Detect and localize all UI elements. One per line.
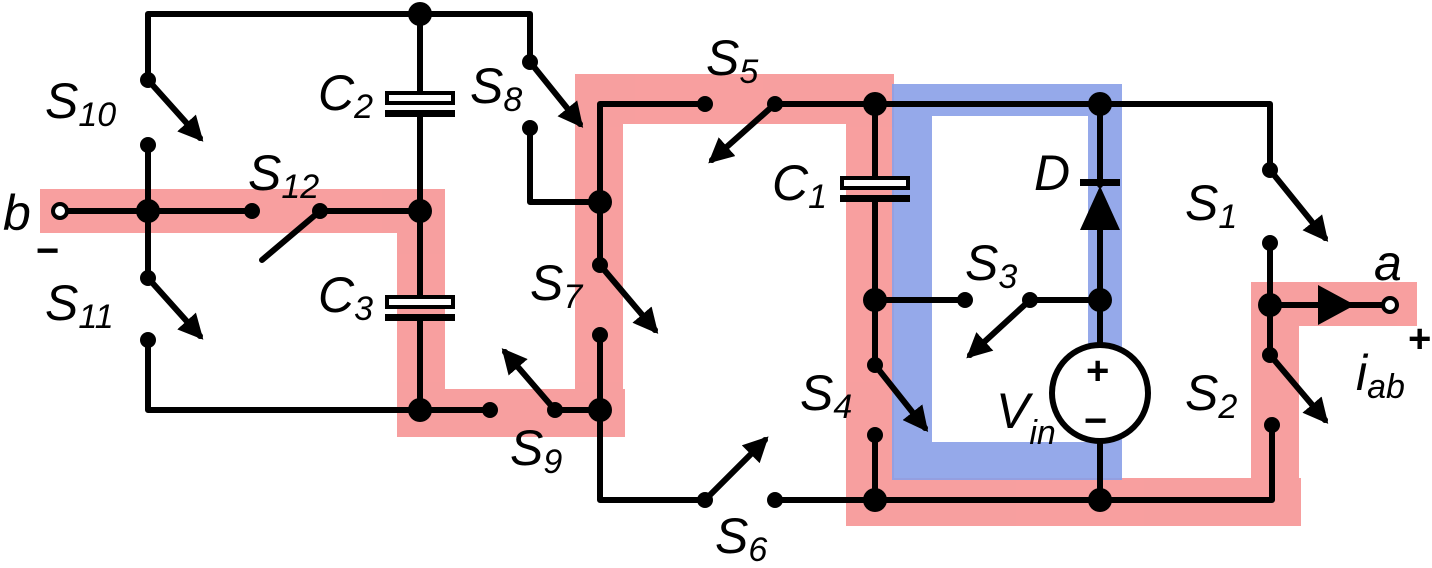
junction-nodes — [136, 2, 1282, 512]
switch-label-s11: S11 — [45, 275, 114, 336]
blue-current-path — [892, 84, 1122, 480]
source-label-vin: Vin — [996, 383, 1056, 452]
switch-blade-s6 — [702, 436, 769, 503]
terminal-b-sign: − — [36, 229, 59, 273]
switch-label-s12: S12 — [248, 145, 319, 206]
capacitor-label-c3: C3 — [318, 267, 373, 328]
switch-blades — [145, 59, 1329, 503]
switch-label-s3: S3 — [965, 235, 1017, 296]
terminal-a — [1381, 296, 1399, 314]
switch-label-s2: S2 — [1185, 365, 1237, 426]
terminal-a-sign: + — [1408, 317, 1431, 361]
voltage-source-vin — [1049, 342, 1151, 444]
switch-contacts — [140, 54, 1280, 508]
switch-label-s9: S9 — [510, 420, 562, 481]
switch-label-s4: S4 — [800, 365, 852, 426]
capacitor-c2 — [385, 91, 455, 117]
terminal-b — [51, 202, 69, 220]
switch-label-s1: S1 — [1185, 175, 1237, 236]
terminal-b-label: b — [3, 185, 31, 241]
current-label-iab: iab — [1356, 345, 1405, 406]
source-minus-sign: − — [1084, 399, 1107, 443]
switch-label-s8: S8 — [470, 58, 522, 119]
capacitor-label-c1: C1 — [772, 155, 827, 216]
switch-blade-s11 — [145, 275, 204, 340]
switch-blade-s5 — [708, 101, 778, 164]
source-plus-sign: + — [1086, 349, 1109, 393]
current-arrow-iab — [1318, 285, 1355, 325]
switch-blade-s12 — [259, 208, 323, 263]
switch-blade-s2 — [1267, 352, 1329, 424]
switch-label-s7: S7 — [530, 255, 583, 316]
switch-blade-s9 — [501, 348, 558, 413]
capacitor-label-c2: C2 — [318, 65, 373, 126]
switch-label-s5: S5 — [706, 30, 758, 91]
switch-blade-s1 — [1267, 167, 1329, 242]
diode-d — [1080, 179, 1120, 230]
switch-blade-s10 — [145, 77, 204, 142]
switch-blade-s3 — [966, 297, 1033, 359]
terminal-a-label: a — [1374, 235, 1402, 291]
diode-label-d: D — [1034, 145, 1070, 201]
capacitor-c1 — [840, 176, 910, 202]
switch-blade-s4 — [872, 362, 929, 432]
switch-blade-s8 — [527, 59, 584, 128]
switch-blade-s7 — [597, 262, 659, 334]
switch-label-s10: S10 — [45, 73, 116, 134]
switch-label-s6: S6 — [715, 508, 767, 568]
capacitor-c3 — [385, 295, 455, 321]
